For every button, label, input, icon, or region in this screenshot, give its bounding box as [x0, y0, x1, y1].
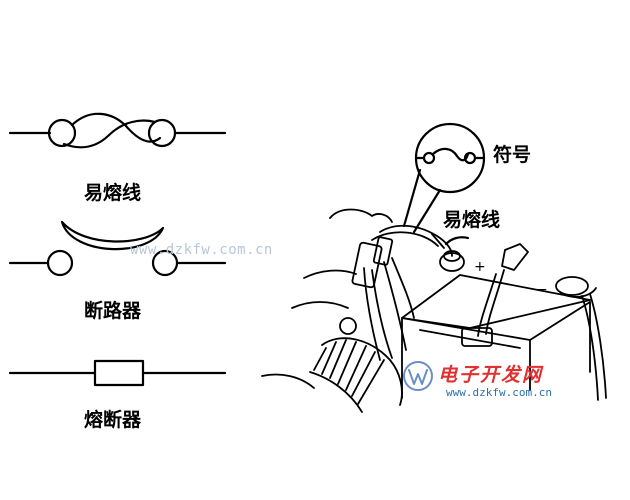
callout-circle — [414, 122, 486, 194]
battery-terminal-negative — [555, 276, 589, 296]
cable-connector-block — [351, 241, 383, 289]
callout-symbol — [402, 122, 486, 234]
hose-outline-top — [321, 337, 403, 406]
battery-terminal-negative-shade — [559, 287, 597, 298]
cable-upper-2 — [371, 231, 439, 247]
watermark-logo-text: 电子开发网 — [438, 364, 544, 386]
callout-leader-left — [402, 168, 422, 228]
cable-negative-1 — [581, 295, 599, 401]
hose-outline-bottom — [309, 371, 363, 413]
watermark-emblem-w — [408, 369, 428, 385]
fusible-link-leader — [444, 236, 470, 246]
cable-down-3 — [383, 261, 407, 351]
fusible-link-symbol — [8, 112, 227, 149]
cable-down-4 — [391, 257, 415, 319]
fuse-body — [93, 359, 145, 387]
fuse-label: 熔断器 — [84, 409, 142, 431]
battery-plus-sign: + — [474, 259, 486, 275]
hose-clamp-bolt — [339, 317, 357, 335]
callout-symbol-label: 符号 — [493, 144, 532, 166]
battery-top-back-edge — [401, 274, 591, 319]
cable-connector-small — [372, 236, 394, 266]
body-panel-line-2 — [291, 301, 349, 309]
fusible-link-strand-lower — [62, 119, 157, 149]
hose-rib-7 — [357, 359, 385, 405]
circuit-breaker-symbol — [8, 220, 227, 277]
watermark-logo-url: www.dzkfw.com.cn — [446, 386, 552, 399]
battery-clamp-front — [461, 327, 493, 347]
hose-rib-1 — [313, 347, 327, 371]
battery-top-face — [401, 301, 591, 341]
cable-down-1 — [363, 267, 381, 361]
cable-negative-2 — [589, 293, 607, 399]
circuit-breaker-label: 断路器 — [84, 300, 142, 322]
fusible-link-terminal-left — [47, 118, 77, 148]
hose-left-line — [261, 373, 315, 389]
fuse-symbol — [8, 359, 227, 387]
hose-rib-4 — [337, 341, 357, 385]
battery-rim-line — [419, 329, 521, 349]
body-panel-line — [303, 269, 357, 279]
hose-rib-3 — [329, 339, 347, 379]
fusible-link-section — [431, 233, 445, 249]
callout-leader-right — [412, 188, 442, 234]
fusible-link-strand-upper — [70, 112, 162, 143]
battery-top-front-edge — [401, 299, 591, 329]
illustration-fusible-link-label: 易熔线 — [443, 209, 501, 231]
fender-outline — [329, 208, 393, 223]
callout-strand — [431, 147, 470, 162]
fusible-link-label: 易熔线 — [84, 182, 142, 204]
hose-rib-6 — [351, 351, 376, 397]
engine-bay-illustration — [261, 208, 607, 413]
hose-rib-2 — [321, 341, 337, 375]
cable-positive-to-clamp-2 — [485, 269, 505, 335]
breaker-bimetal-strip — [60, 220, 165, 251]
cable-upper — [379, 224, 453, 257]
battery-minus-sign: − — [536, 282, 548, 298]
hose-rib-5 — [345, 345, 367, 391]
cable-down-2 — [371, 269, 393, 359]
breaker-terminal-left — [46, 249, 74, 277]
cable-positive-to-clamp — [477, 273, 497, 337]
battery-clamp-top — [501, 243, 529, 271]
center-watermark-url: www.dzkfw.com.cn — [130, 242, 273, 258]
watermark-emblem — [403, 361, 433, 391]
callout-terminal-left — [422, 151, 436, 165]
